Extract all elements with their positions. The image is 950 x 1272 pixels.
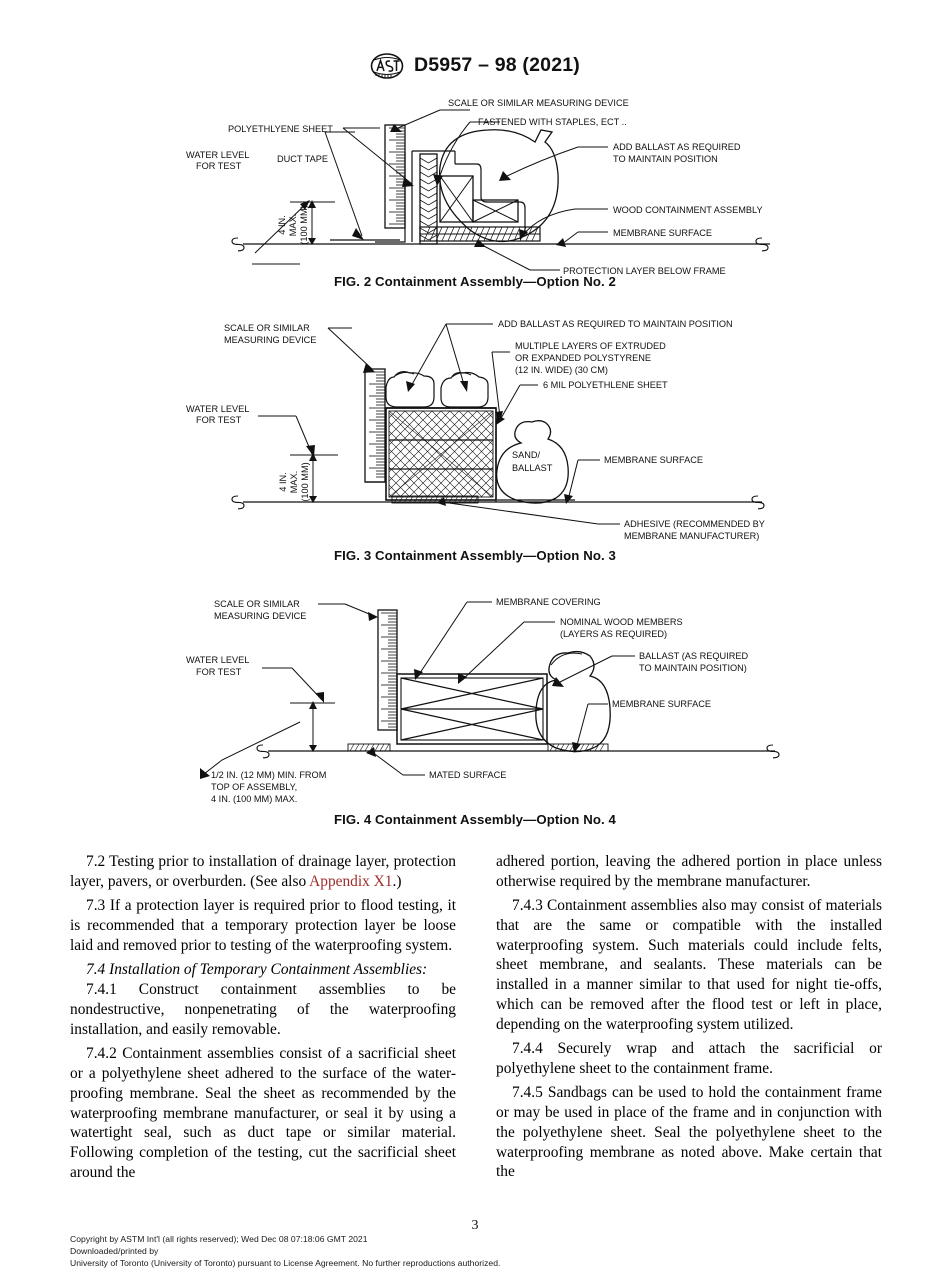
fig3-label-for-test: FOR TEST	[196, 415, 242, 425]
astm-logo-icon	[370, 53, 404, 79]
paragraph-7-4-2: 7.4.2 Containment assemblies consist of …	[70, 1045, 456, 1181]
fig3-label-scale-1: SCALE OR SIMILAR	[224, 323, 310, 333]
paragraph-7-4-2-continued: adhered portion, leaving the adhered por…	[496, 853, 882, 890]
fig3-label-sand-1: SAND/	[512, 450, 541, 460]
fig4-label-scale-1: SCALE OR SIMILAR	[214, 599, 300, 609]
fig3-label-scale-2: MEASURING DEVICE	[224, 335, 316, 345]
figure-2: WATER LEVEL FOR TEST POLYETHLYENE SHEET …	[0, 92, 950, 289]
fig2-label-scale-device: SCALE OR SIMILAR MEASURING DEVICE	[448, 98, 629, 108]
body-text: 7.2 Testing prior to installation of dra…	[70, 852, 882, 1183]
paragraph-7-4: 7.4 Installation of Temporary Containmen…	[86, 960, 428, 978]
document-designation: D5957 – 98 (2021)	[413, 53, 581, 76]
fig2-label-wood-assembly: WOOD CONTAINMENT ASSEMBLY	[613, 205, 763, 215]
fig4-label-water-level: WATER LEVEL	[186, 655, 249, 665]
fig2-label-ballast-1: ADD BALLAST AS REQUIRED	[613, 142, 741, 152]
fig3-label-adhesive-1: ADHESIVE (RECOMMENDED BY	[624, 519, 765, 529]
fig4-label-membrane-covering: MEMBRANE COVERING	[496, 597, 601, 607]
fig4-label-ballast-2: TO MAINTAIN POSITION)	[639, 663, 747, 673]
figure-4: SCALE OR SIMILAR MEASURING DEVICE WATER …	[0, 588, 950, 827]
fig4-note-1: 1/2 IN. (12 MM) MIN. FROM	[211, 770, 326, 780]
paragraph-7-4-1: 7.4.1 Construct containment assemblies t…	[70, 981, 456, 1038]
appendix-x1-link[interactable]: Appendix X1	[309, 872, 393, 890]
footer-line-1: Copyright by ASTM Int'l (all rights rese…	[70, 1234, 368, 1244]
paragraph-7-4-3: 7.4.3 Containment assemblies also may co…	[496, 897, 882, 1033]
fig3-dim-in: 4 IN.	[278, 472, 288, 491]
fig3-label-adhesive-2: MEMBRANE MANUFACTURER)	[624, 531, 759, 541]
fig3-label-ballast: ADD BALLAST AS REQUIRED TO MAINTAIN POSI…	[498, 319, 733, 329]
fig4-label-wood-members-2: (LAYERS AS REQUIRED)	[560, 629, 667, 639]
fig3-label-six-mil: 6 MIL POLYETHLENE SHEET	[543, 380, 668, 390]
figure-4-caption: FIG. 4 Containment Assembly—Option No. 4	[334, 812, 616, 827]
para-7-2-post: .)	[392, 872, 402, 890]
fig4-note-3: 4 IN. (100 MM) MAX.	[211, 794, 297, 804]
fig2-label-for-test: FOR TEST	[196, 161, 242, 171]
fig2-label-ballast-2: TO MAINTAIN POSITION	[613, 154, 718, 164]
paragraph-7-3: 7.3 If a protection layer is required pr…	[70, 897, 456, 954]
figure-2-caption: FIG. 2 Containment Assembly—Option No. 2	[334, 274, 616, 289]
fig2-label-membrane-surface: MEMBRANE SURFACE	[613, 228, 712, 238]
fig4-label-for-test: FOR TEST	[196, 667, 242, 677]
fig4-label-wood-members-1: NOMINAL WOOD MEMBERS	[560, 617, 683, 627]
copyright-footer: Copyright by ASTM Int'l (all rights rese…	[70, 1233, 870, 1270]
figure-3-caption: FIG. 3 Containment Assembly—Option No. 3	[334, 548, 616, 563]
footer-line-3: University of Toronto (University of Tor…	[70, 1258, 501, 1269]
fig3-label-sand-2: BALLAST	[512, 463, 553, 473]
fig2-label-fastened: FASTENED WITH STAPLES, ECT ..	[478, 117, 627, 127]
fig2-dim-in: 4 IN.	[277, 215, 287, 234]
left-column: 7.2 Testing prior to installation of dra…	[70, 852, 456, 1183]
figure-3-artwork: SCALE OR SIMILAR MEASURING DEVICE WATER …	[0, 312, 950, 548]
figure-2-artwork: WATER LEVEL FOR TEST POLYETHLYENE SHEET …	[0, 92, 950, 274]
figure-3: SCALE OR SIMILAR MEASURING DEVICE WATER …	[0, 312, 950, 563]
fig3-label-polystyrene-3: (12 IN. WIDE) (30 CM)	[515, 365, 608, 375]
footer-line-2: Downloaded/printed by	[70, 1246, 159, 1257]
right-column: adhered portion, leaving the adhered por…	[496, 852, 882, 1183]
fig3-label-water-level: WATER LEVEL	[186, 404, 249, 414]
fig3-label-polystyrene-2: OR EXPANDED POLYSTYRENE	[515, 353, 651, 363]
page-header: D5957 – 98 (2021)	[0, 52, 950, 79]
fig4-label-scale-2: MEASURING DEVICE	[214, 611, 306, 621]
fig2-dim-max: MAX.	[288, 214, 298, 236]
paragraph-7-4-4: 7.4.4 Securely wrap and attach the sacri…	[496, 1040, 882, 1077]
fig3-label-polystyrene-1: MULTIPLE LAYERS OF EXTRUDED	[515, 341, 666, 351]
fig2-dim-mm: (100 MM)	[299, 205, 309, 244]
para-7-2-pre: 7.2 Testing prior to installation of dra…	[70, 853, 456, 890]
fig2-label-protection-layer: PROTECTION LAYER BELOW FRAME	[563, 266, 726, 274]
fig2-label-poly-sheet: POLYETHLYENE SHEET	[228, 124, 333, 134]
page-number: 3	[471, 1218, 479, 1233]
figure-4-artwork: SCALE OR SIMILAR MEASURING DEVICE WATER …	[0, 588, 950, 812]
fig2-label-water-level: WATER LEVEL	[186, 150, 249, 160]
fig4-label-membrane-surface: MEMBRANE SURFACE	[612, 699, 711, 709]
fig3-dim-max: MAX.	[289, 471, 299, 493]
fig3-label-membrane-surface: MEMBRANE SURFACE	[604, 455, 703, 465]
fig4-label-mated-surface: MATED SURFACE	[429, 770, 506, 780]
fig3-dim-mm: (100 MM)	[300, 462, 310, 501]
fig4-label-ballast-1: BALLAST (AS REQUIRED	[639, 651, 748, 661]
paragraph-7-4-5: 7.4.5 Sandbags can be used to hold the c…	[496, 1084, 882, 1181]
fig2-label-duct-tape: DUCT TAPE	[277, 154, 328, 164]
fig4-note-2: TOP OF ASSEMBLY,	[211, 782, 297, 792]
paragraph-7-2: 7.2 Testing prior to installation of dra…	[70, 852, 456, 892]
